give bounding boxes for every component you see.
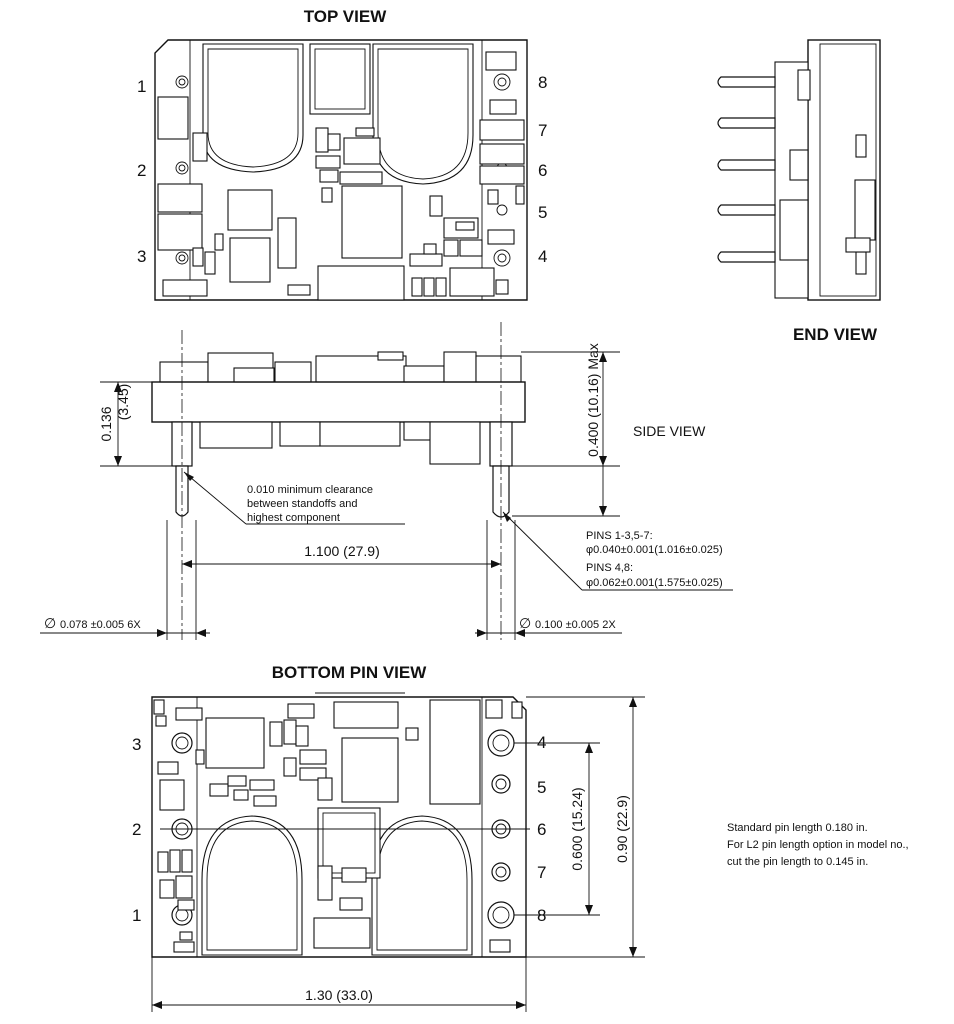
side-view-title: SIDE VIEW bbox=[633, 423, 706, 439]
note-line-1: Standard pin length 0.180 in. bbox=[727, 822, 868, 834]
pins-a-diameter: φ0.040±0.001(1.016±0.025) bbox=[586, 544, 723, 556]
clearance-note-2: between standoffs and bbox=[247, 498, 358, 510]
pins-a-label: PINS 1-3,5-7: bbox=[586, 530, 653, 542]
side-view-board bbox=[151, 381, 526, 423]
bottom-inductor-right bbox=[371, 815, 473, 956]
bottom-pin-3: 3 bbox=[132, 735, 141, 754]
top-pin-7: 7 bbox=[538, 121, 547, 140]
bottom-view-title: BOTTOM PIN VIEW bbox=[272, 663, 428, 682]
clearance-note-3: highest component bbox=[247, 512, 340, 524]
end-view: END VIEW bbox=[717, 39, 881, 344]
pins-b-diameter: φ0.062±0.001(1.575±0.025) bbox=[586, 577, 723, 589]
pin-pitch: 0.600 (15.24) bbox=[569, 787, 585, 870]
top-pin-6: 6 bbox=[538, 161, 547, 180]
top-pin-4: 4 bbox=[538, 247, 547, 266]
standoff-dia2-symbol: ∅ bbox=[519, 615, 531, 631]
standoff-diameter: 0.078 ±0.005 6X bbox=[60, 619, 141, 631]
top-view: TOP VIEW bbox=[137, 7, 547, 301]
bottom-pin-2: 2 bbox=[132, 820, 141, 839]
bottom-pin-8: 8 bbox=[537, 906, 546, 925]
clearance-note-1: 0.010 minimum clearance bbox=[247, 484, 373, 496]
note-line-3: cut the pin length to 0.145 in. bbox=[727, 856, 868, 868]
standoff-height-mm: (3.45) bbox=[115, 384, 131, 421]
top-pin-3: 3 bbox=[137, 247, 146, 266]
standoff-height-in: 0.136 bbox=[98, 406, 114, 441]
end-view-title: END VIEW bbox=[793, 325, 878, 344]
pin-span: 1.100 (27.9) bbox=[304, 543, 380, 559]
bottom-pin-4: 4 bbox=[537, 733, 546, 752]
bottom-inductor-left bbox=[201, 815, 303, 956]
board-width: 1.30 (33.0) bbox=[305, 987, 373, 1003]
top-pin-5: 5 bbox=[538, 203, 547, 222]
top-pin-2: 2 bbox=[137, 161, 146, 180]
top-pin-1: 1 bbox=[137, 77, 146, 96]
board-height: 0.90 (22.9) bbox=[614, 795, 630, 863]
bottom-pin-view: BOTTOM PIN VIEW bbox=[132, 663, 645, 1012]
bottom-pin-1: 1 bbox=[132, 906, 141, 925]
end-view-body bbox=[807, 39, 881, 301]
side-view: 0.136 (3.45) 0.400 (10.16) Max SIDE VIEW… bbox=[40, 322, 733, 640]
inductor-right bbox=[372, 43, 474, 185]
pins-b-label: PINS 4,8: bbox=[586, 562, 633, 574]
pin-length-notes: Standard pin length 0.180 in. For L2 pin… bbox=[727, 822, 909, 868]
top-pin-8: 8 bbox=[538, 73, 547, 92]
max-height: 0.400 (10.16) Max bbox=[585, 343, 601, 457]
bottom-pin-7: 7 bbox=[537, 863, 546, 882]
bottom-view-board bbox=[151, 696, 527, 958]
standoff-diameter-2: 0.100 ±0.005 2X bbox=[535, 619, 616, 631]
note-line-2: For L2 pin length option in model no., bbox=[727, 839, 909, 851]
bottom-pin-5: 5 bbox=[537, 778, 546, 797]
bottom-pin-6: 6 bbox=[537, 820, 546, 839]
standoff-dia-symbol: ∅ bbox=[44, 615, 56, 631]
top-view-title: TOP VIEW bbox=[304, 7, 387, 26]
inductor-left bbox=[202, 43, 304, 173]
